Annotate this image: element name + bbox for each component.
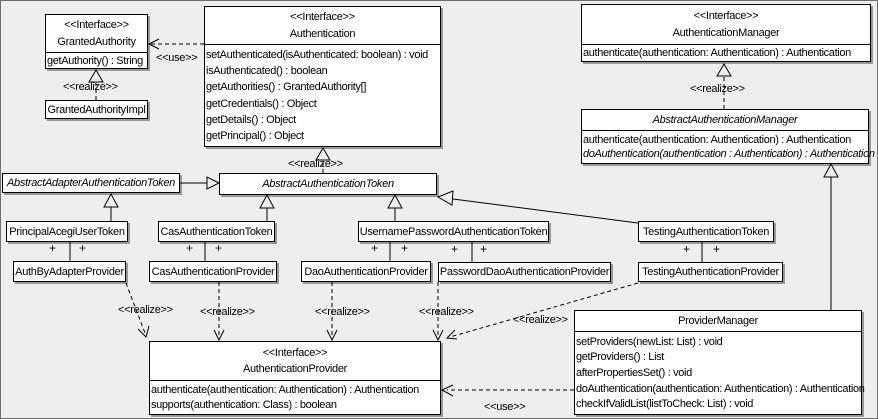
association-plus-mark: + [713,242,721,256]
stereotype-label: <<Interface>> [693,10,759,22]
class-box-abstract-authentication-token: AbstractAuthenticationToken [219,173,437,195]
class-box-granted-authority: <<Interface>> GrantedAuthority getAuthor… [45,14,148,69]
stereotype-label: <<Interface>> [64,19,129,32]
class-header: <<Interface>> Authentication [205,7,440,45]
class-name: GrantedAuthorityImpl [47,103,146,116]
class-box-authentication: <<Interface>> Authentication setAuthenti… [204,6,441,147]
class-name: TestingAuthenticationToken [642,225,770,238]
association-plus-mark: + [79,241,87,255]
class-box-principal-acegi-user-token: PrincipalAcegiUserToken [6,221,128,242]
method-label: doAuthentication(authentication : Authen… [583,148,875,161]
edge-gen-abstractadapter [180,176,221,190]
class-box-password-dao-authentication-provider: PasswordDaoAuthenticationProvider [438,262,611,282]
class-name: CasAuthenticationProvider [151,265,275,278]
stereotype-label: <<Interface>> [290,11,355,24]
association-plus-mark: + [480,242,488,256]
class-name: Authentication [289,27,356,40]
class-box-abstract-authentication-manager: AbstractAuthenticationManager authentica… [581,109,875,164]
method-label: getAuthority() : String [47,54,143,67]
association-plus-mark: + [186,241,194,255]
class-box-dao-authentication-provider: DaoAuthenticationProvider [301,261,431,282]
class-name: PasswordDaoAuthenticationProvider [439,266,610,278]
edge-label-realize-grantedauthority: <<realize>> [63,81,118,93]
edge-label-realize-testingprovider: <<realize>> [513,314,568,326]
edge-gen-casauthenticationtoken [259,193,275,221]
class-header: <<Interface>> AuthenticationProvider [150,342,440,381]
class-box-auth-by-adapter-provider: AuthByAdapterProvider [13,261,126,282]
method-label: getPrincipal() : Object [206,129,304,142]
edge-label-use-bottom: <<use>> [484,401,526,413]
class-header: AbstractAuthenticationManager [582,110,868,131]
class-name: PrincipalAcegiUserToken [9,225,125,238]
class-box-cas-authentication-provider: CasAuthenticationProvider [149,261,277,282]
class-box-username-password-authentication-token: UsernamePasswordAuthenticationToken [358,221,549,242]
class-name: AbstractAuthenticationToken [262,178,394,190]
class-header: <<Interface>> AuthenticationManager [582,5,870,45]
class-header: ProviderManager [575,311,861,332]
edge-use-providermanager-authenticationprovider [440,384,574,397]
class-name: AbstractAdapterAuthenticationToken [7,177,175,189]
class-box-provider-manager: ProviderManager setProviders(newList: Li… [574,310,865,415]
edge-label-realize-authentication: <<realize>> [288,158,343,170]
edge-label-realize-daoprovider: <<realize>> [315,306,370,318]
class-name: AuthenticationManager [672,27,780,39]
edge-gen-testingauthenticationtoken [436,190,639,224]
method-label: doAuthentication(authentication: Authent… [576,382,865,395]
edge-label-realize-casprovider: <<realize>> [200,306,255,318]
class-box-testing-authentication-provider: TestingAuthenticationProvider [638,262,783,282]
class-box-granted-authority-impl: GrantedAuthorityImpl [45,100,148,119]
edge-label-realize-authenticationmanager: <<realize>> [690,83,745,95]
class-name: DaoAuthenticationProvider [304,265,428,278]
association-plus-mark: + [49,241,57,255]
method-label: getAuthorities() : GrantedAuthority[] [206,81,367,94]
class-name: GrantedAuthority [57,35,136,48]
method-label: getProviders() : List [576,351,665,364]
association-plus-mark: + [215,241,223,255]
edge-use-authentication-grantedauthority [147,38,204,50]
class-box-cas-authentication-token: CasAuthenticationToken [158,221,275,242]
class-name: AuthByAdapterProvider [15,265,124,278]
class-name: AuthenticationProvider [242,363,348,376]
association-plus-mark: + [451,242,459,256]
association-plus-mark: + [401,241,409,255]
edge-gen-usernamepasswordtoken [387,193,403,221]
method-label: checkIfValidList(listToCheck: List) : vo… [576,398,754,411]
class-box-authentication-provider: <<Interface>> AuthenticationProvider aut… [149,341,441,415]
method-label: isAuthenticated() : boolean [206,65,328,78]
method-label: setAuthenticated(isAuthenticated: boolea… [206,49,428,62]
class-header: <<Interface>> GrantedAuthority [46,15,147,53]
edge-label-use-top: <<use>> [156,52,198,64]
edge-gen-providermanager [823,162,839,310]
edge-label-realize-authbyadapter: <<realize>> [118,304,173,316]
method-label: authenticate(authentication: Authenticat… [583,133,851,146]
class-name: ProviderManager [678,315,758,327]
method-label: setProviders(newList: List) : void [576,335,723,348]
class-name: TestingAuthenticationProvider [642,266,779,278]
method-label: afterPropertiesSet() : void [576,366,692,379]
method-label: getDetails() : Object [206,113,296,126]
class-name: AbstractAuthenticationManager [652,114,798,126]
method-label: getCredentials() : Object [206,97,317,110]
association-plus-mark: + [371,241,379,255]
method-label: supports(authentication: Class) : boolea… [151,399,337,411]
edge-gen-principalacegiusertoken [103,192,119,221]
method-label: authenticate(authentication: Authenticat… [151,384,419,396]
class-box-authentication-manager: <<Interface>> AuthenticationManager auth… [581,4,871,62]
edge-label-realize-passworddao: <<realize>> [419,306,474,318]
class-name: UsernamePasswordAuthenticationToken [359,225,548,238]
class-box-abstract-adapter-authentication-token: AbstractAdapterAuthenticationToken [2,173,180,193]
class-name: CasAuthenticationToken [160,225,273,238]
method-label: authenticate(authentication: Authenticat… [583,47,851,59]
stereotype-label: <<Interface>> [262,346,328,359]
class-box-testing-authentication-token: TestingAuthenticationToken [638,221,774,242]
association-plus-mark: + [683,242,691,256]
